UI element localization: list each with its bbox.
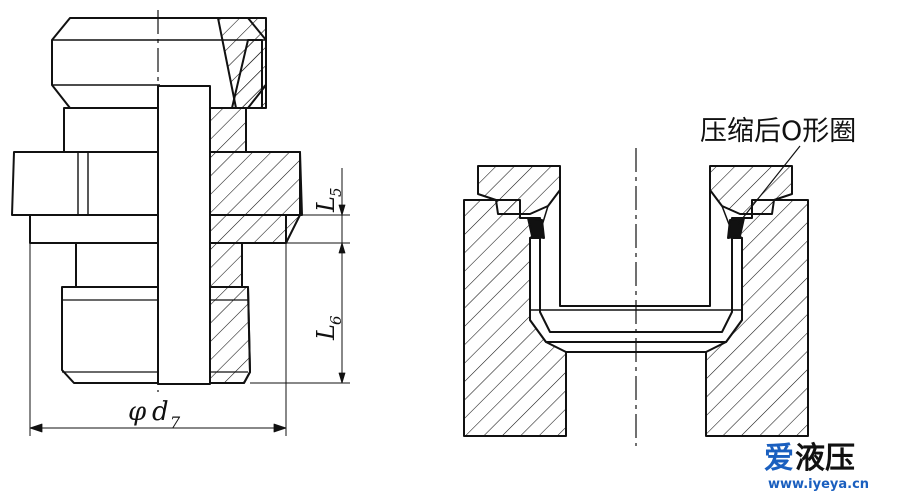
label-d: d: [152, 397, 169, 427]
label-L5-sub: 5: [327, 187, 345, 197]
label-d-sub: 7: [170, 413, 181, 432]
label-L6: L 6: [312, 315, 345, 341]
o-ring-left: [527, 217, 545, 239]
watermark: 爱 液压 www.iyeya.cn: [764, 441, 869, 492]
watermark-text-2: 液压: [795, 441, 855, 476]
left-fitting: [11, 10, 350, 436]
right-section: [463, 145, 809, 446]
label-L6-letter: L: [312, 324, 340, 341]
label-L6-sub: 6: [327, 315, 345, 325]
label-L5-letter: L: [312, 196, 340, 213]
o-ring-right: [727, 217, 745, 239]
label-L5: L 5: [312, 187, 345, 213]
watermark-text-1: 爱: [764, 441, 794, 476]
dimension-labels-left: φ d 7 L 5 L 6: [128, 187, 345, 432]
label-phi: φ: [128, 397, 147, 427]
watermark-url: www.iyeya.cn: [768, 477, 869, 492]
callout-label: 压缩后O形圈: [700, 116, 856, 147]
